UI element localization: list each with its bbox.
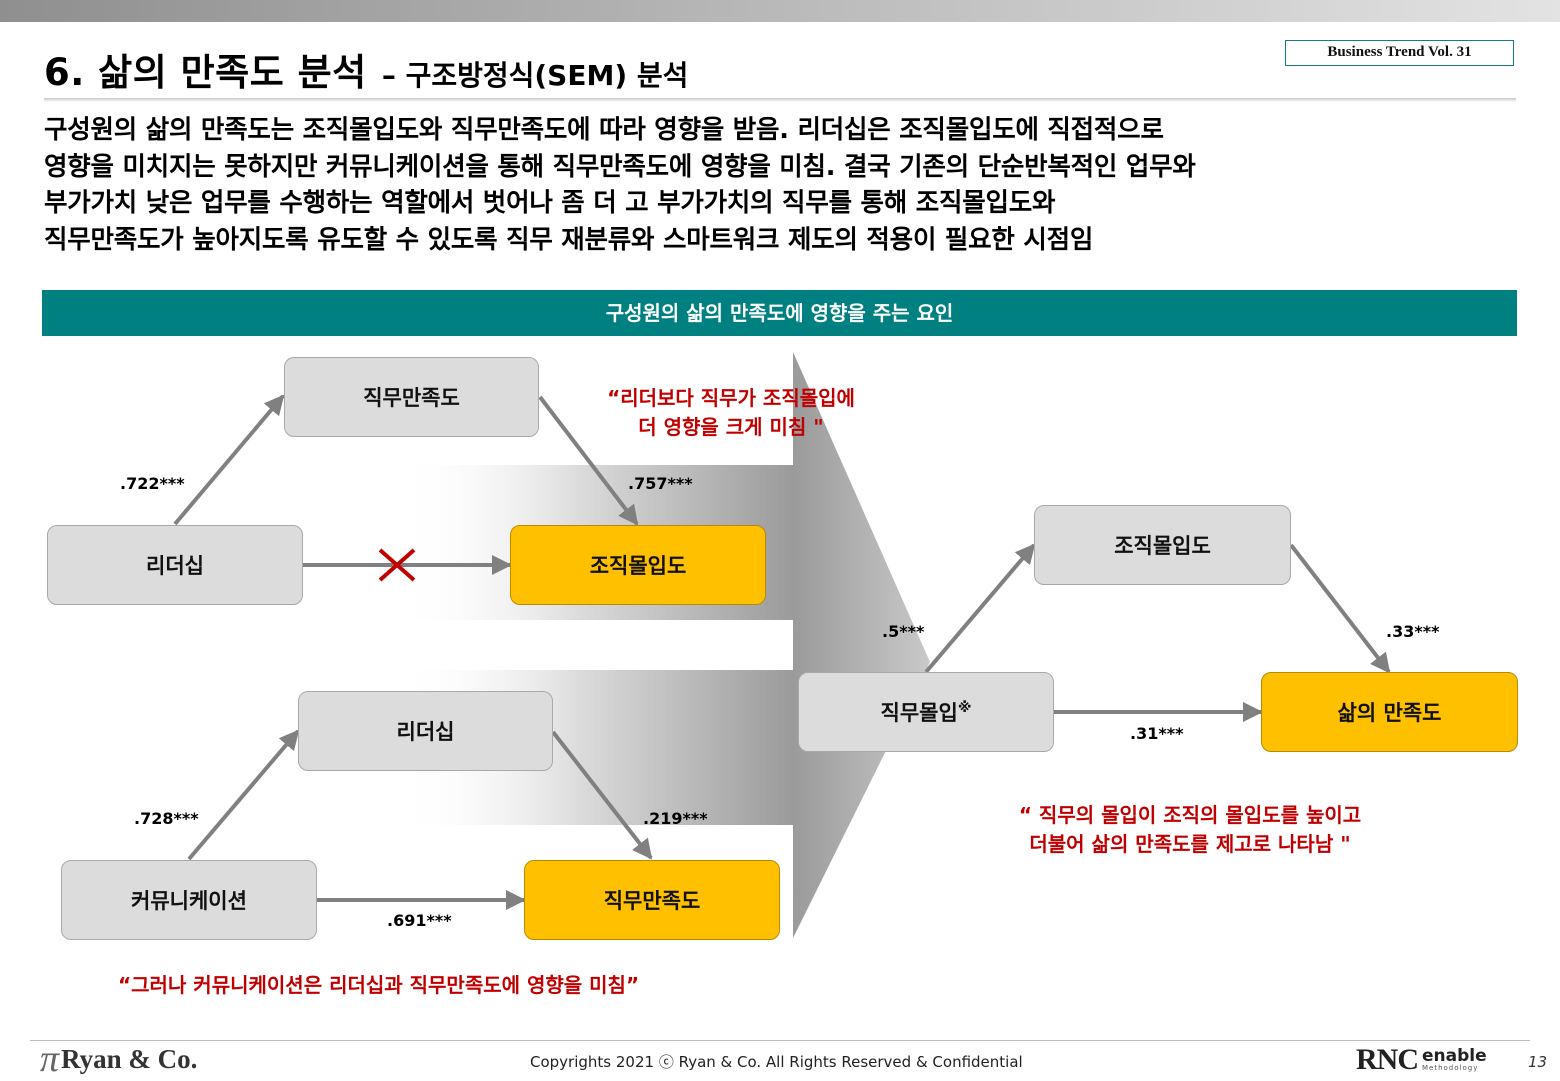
node-communication-m2: 커뮤니케이션 [61, 860, 317, 940]
arrow-job-commitment-to-org-commitment [924, 543, 1036, 674]
quote-model1-line1: “리더보다 직무가 조직몰입에 [607, 386, 855, 410]
quote-model3-line1: “ 직무의 몰입이 조직의 몰입도를 높이고 [1018, 803, 1362, 827]
quote-model1: “리더보다 직무가 조직몰입에 더 영향을 크게 미침 " [566, 384, 896, 442]
pi-logo-icon: π [40, 1038, 60, 1080]
summary-text: 구성원의 삶의 만족도는 조직몰입도와 직무만족도에 따라 영향을 받음. 리더… [44, 112, 1534, 258]
page-title-sub: – 구조방정식(SEM) 분석 [381, 59, 689, 92]
node-job-commitment-m3: 직무몰입※ [798, 672, 1054, 752]
publication-badge: Business Trend Vol. 31 [1285, 40, 1514, 66]
enable-logo: enable Methodology [1422, 1048, 1487, 1072]
node-org-commitment-m3: 조직몰입도 [1034, 505, 1291, 585]
arrow-leadership-to-job-satisfaction [173, 394, 285, 526]
footnote-mark: ※ [957, 700, 972, 716]
summary-line: 직무만족도가 높아지도록 유도할 수 있도록 직무 재분류와 스마트워크 제도의… [44, 224, 1094, 255]
node-leadership-m1: 리더십 [47, 525, 303, 605]
title-divider [44, 98, 1516, 102]
quote-model1-line2: 더 영향을 크게 미침 " [638, 415, 824, 439]
rnc-logo-text: RNC [1356, 1043, 1419, 1076]
top-decor-bar [0, 0, 1560, 22]
footer-divider [30, 1040, 1530, 1041]
summary-line: 영향을 미치지는 못하지만 커뮤니케이션을 통해 직무만족도에 영향을 미침. … [44, 151, 1196, 182]
enable-logo-text: enable [1422, 1046, 1487, 1066]
quote-model2: “그러나 커뮤니케이션은 리더십과 직무만족도에 영향을 미침” [118, 973, 640, 997]
copyright-text: Copyrights 2021 ⓒ Ryan & Co. All Rights … [530, 1053, 1023, 1071]
ryan-co-logo-text: Ryan & Co. [61, 1043, 198, 1074]
big-transition-arrow [793, 352, 930, 938]
summary-line: 부가가치 낮은 업무를 수행하는 역할에서 벗어나 좀 더 고 부가가치의 직무… [44, 188, 1056, 218]
coef-communication-to-job-satisfaction: .691*** [387, 911, 452, 930]
coef-communication-to-leadership: .728*** [134, 809, 199, 828]
coef-job-commitment-to-org-commitment: .5*** [882, 622, 925, 641]
arrow-communication-to-leadership [187, 729, 300, 861]
coef-job-commitment-to-life-satisfaction: .31*** [1130, 724, 1184, 743]
node-job-commitment-label: 직무몰입 [880, 701, 958, 725]
quote-model3-line2: 더불어 삶의 만족도를 제고로 나타남 " [1029, 832, 1351, 856]
arrow-job-satisfaction-to-org-commitment [538, 395, 639, 526]
coef-job-satisfaction-to-org-commitment: .757*** [628, 474, 693, 493]
node-job-satisfaction-m1: 직무만족도 [284, 357, 539, 437]
ryan-co-logo: π Ryan & Co. [40, 1038, 198, 1080]
page-title-main: 6. 삶의 만족도 분석 [44, 51, 367, 94]
node-leadership-m2: 리더십 [298, 691, 553, 771]
coef-leadership-to-job-satisfaction: .722*** [120, 474, 185, 493]
arrow-leadership-to-job-satisfaction-2 [551, 730, 653, 860]
coef-leadership-to-job-satisfaction-2: .219*** [643, 809, 708, 828]
page-number: 13 [1528, 1053, 1548, 1071]
page-title: 6. 삶의 만족도 분석 – 구조방정식(SEM) 분석 [44, 42, 688, 96]
coef-org-commitment-to-life-satisfaction: .33*** [1386, 622, 1440, 641]
node-org-commitment-m1: 조직몰입도 [510, 525, 766, 605]
node-life-satisfaction-m3: 삶의 만족도 [1261, 672, 1518, 752]
rnc-enable-logo: RNC enable Methodology [1356, 1043, 1487, 1077]
node-job-satisfaction-m2: 직무만족도 [524, 860, 780, 940]
arrow-org-commitment-to-life-satisfaction [1289, 543, 1391, 674]
methodology-logo-text: Methodology [1422, 1064, 1479, 1072]
section-title-band: 구성원의 삶의 만족도에 영향을 주는 요인 [42, 290, 1517, 336]
quote-model3: “ 직무의 몰입이 조직의 몰입도를 높이고 더불어 삶의 만족도를 제고로 나… [955, 801, 1425, 859]
summary-line: 구성원의 삶의 만족도는 조직몰입도와 직무만족도에 따라 영향을 받음. 리더… [44, 115, 1164, 145]
no-effect-x-icon [378, 548, 416, 582]
